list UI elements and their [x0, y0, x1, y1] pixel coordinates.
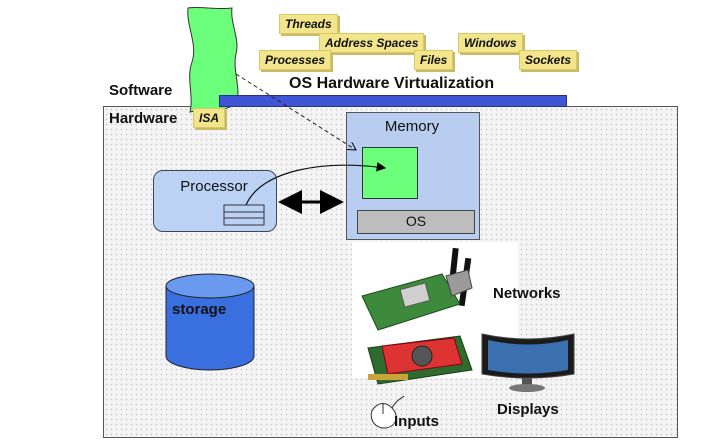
pc-arrow — [245, 162, 387, 206]
tag-address-spaces: Address Spaces — [319, 33, 425, 53]
storage-label: storage — [172, 301, 227, 318]
process-memory-region — [362, 147, 418, 199]
displays-label: Displays — [497, 401, 559, 418]
software-label: Software — [109, 82, 173, 99]
memory-label: Memory — [384, 118, 440, 135]
dashed-mapping-line — [235, 73, 356, 150]
mouse-icon — [370, 395, 405, 429]
graphics-card-icon — [367, 335, 473, 385]
tag-sockets: Sockets — [519, 50, 578, 70]
tag-isa: ISA — [193, 108, 226, 128]
tag-processes: Processes — [259, 50, 332, 70]
diagram-title: OS Hardware Virtualization — [289, 75, 495, 92]
os-region — [357, 210, 475, 234]
register-icon — [223, 204, 265, 226]
storage-cylinder — [165, 273, 255, 371]
tag-files: Files — [414, 50, 454, 70]
inputs-label: Inputs — [394, 413, 439, 430]
processor-label: Processor — [180, 178, 248, 195]
hardware-label: Hardware — [109, 110, 178, 127]
os-label: OS — [405, 213, 427, 229]
monitor-icon — [481, 333, 575, 392]
tag-windows: Windows — [458, 33, 523, 53]
tag-threads: Threads — [279, 14, 338, 34]
networks-label: Networks — [493, 285, 561, 302]
os-virtualization-bar — [219, 95, 567, 107]
network-card-icon — [361, 247, 473, 331]
